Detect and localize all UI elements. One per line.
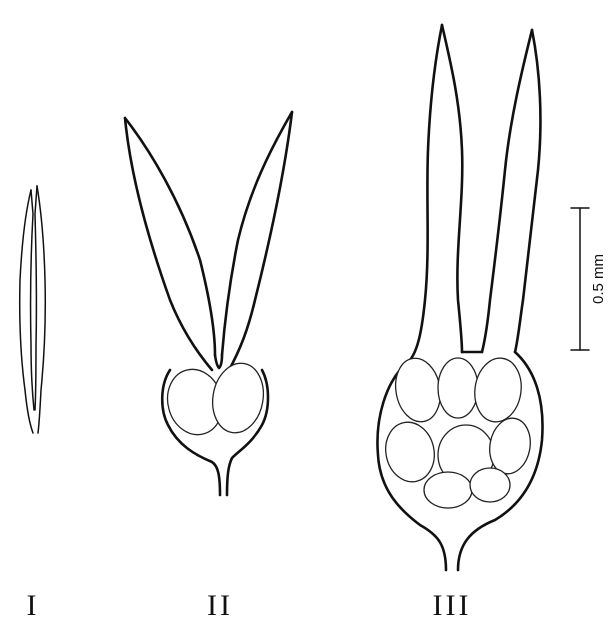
stage-3-label: III bbox=[433, 589, 472, 620]
stage-1-drawing bbox=[20, 186, 46, 433]
stage-2-drawing bbox=[125, 112, 292, 495]
scale-bar: 0.5 mm bbox=[571, 208, 607, 350]
stage-3-drawing bbox=[377, 25, 542, 570]
stage-3-cell bbox=[470, 468, 510, 502]
scale-bar-label: 0.5 mm bbox=[590, 254, 607, 304]
stage-3-cell bbox=[391, 355, 445, 426]
stage-3-cell bbox=[471, 355, 525, 425]
stage-3-cell bbox=[424, 472, 472, 508]
stage-1-label: I bbox=[27, 589, 40, 620]
stage-3-cell bbox=[380, 418, 439, 487]
stage-3-cell bbox=[438, 358, 478, 418]
stage-2-label: II bbox=[207, 589, 233, 620]
